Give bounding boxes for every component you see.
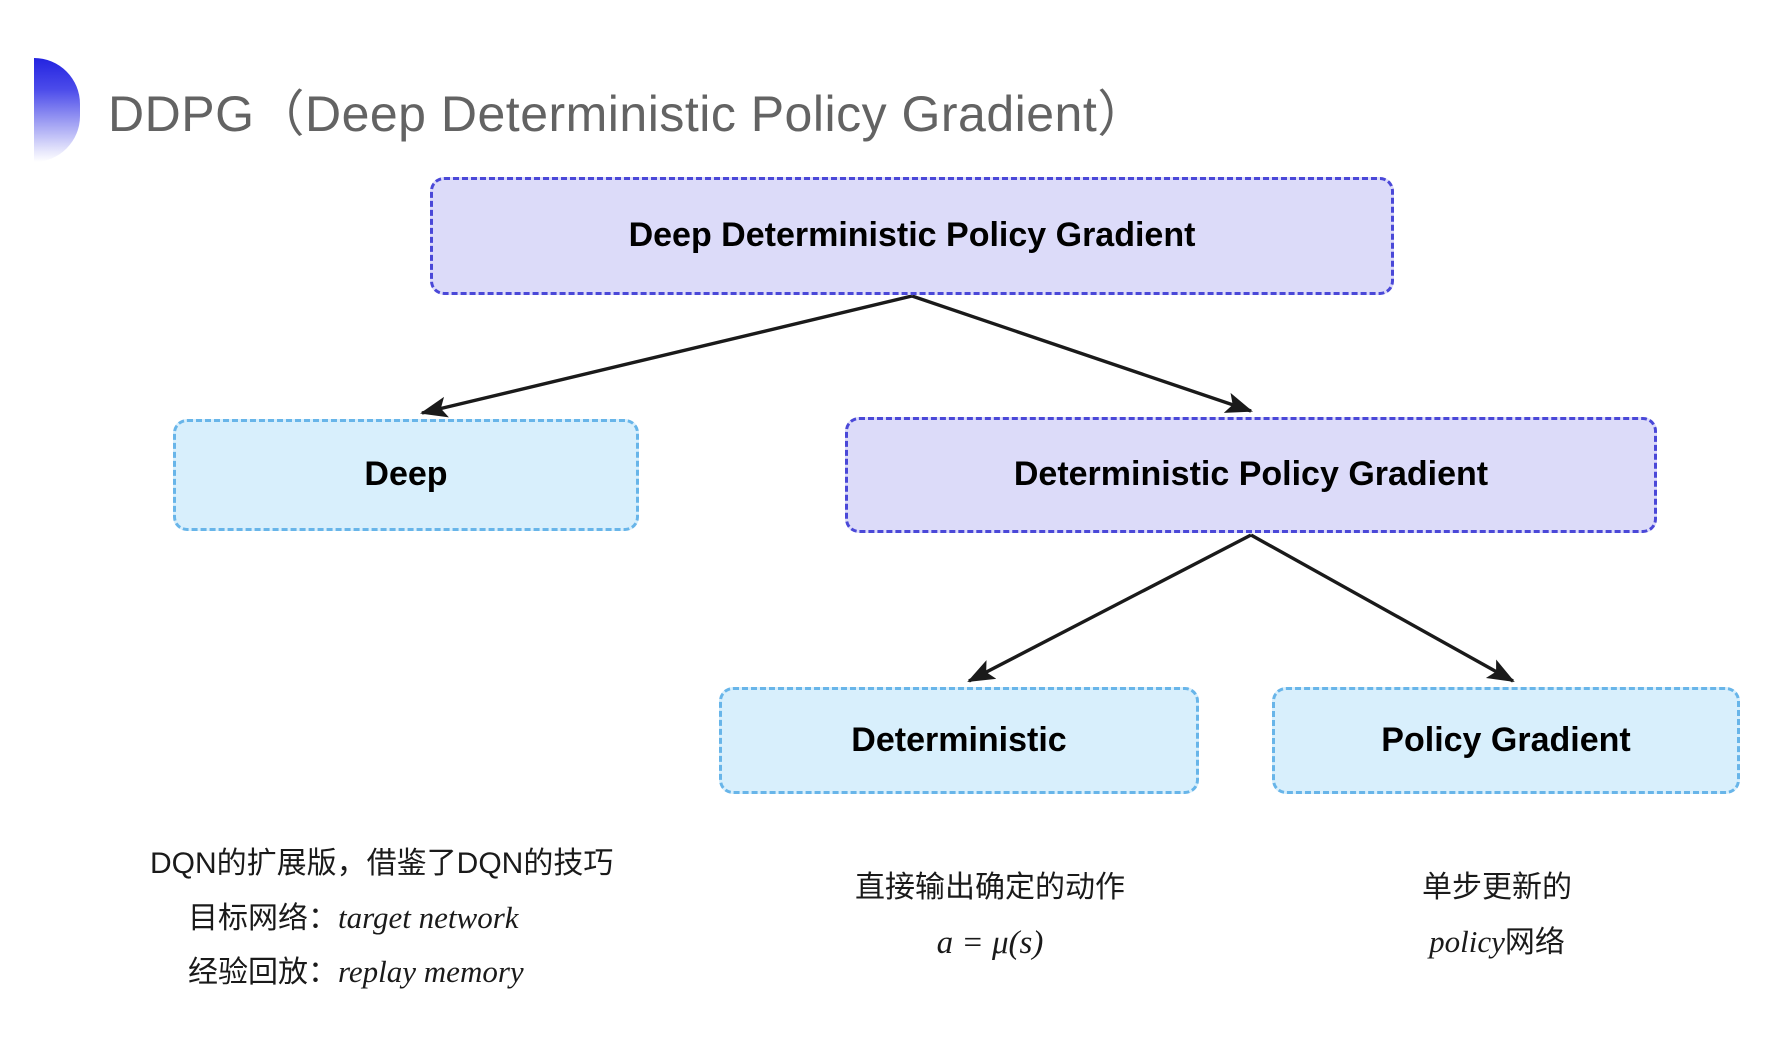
annotation-formula: a = μ(s)	[936, 924, 1044, 961]
annotation-policy-gradient: 单步更新的 policy网络	[1422, 862, 1572, 969]
page-title-text: DDPG（Deep Deterministic Policy Gradient）	[108, 86, 1148, 142]
node-label: Deterministic	[851, 720, 1067, 759]
annotation-label: 经验回放：	[188, 956, 338, 989]
annotation-line: DQN的扩展版，借鉴了DQN的技巧	[150, 847, 614, 880]
node-deterministic-policy-gradient[interactable]: Deterministic Policy Gradient	[845, 417, 1657, 533]
annotation-line: policy网络	[1422, 915, 1572, 970]
node-label: Policy Gradient	[1381, 720, 1631, 759]
edge-dpg-to-deterministic	[967, 533, 1252, 683]
annotation-label: 网络	[1504, 925, 1565, 959]
edge-dpg-to-policy-gradient	[1250, 533, 1515, 683]
annotation-line: 直接输出确定的动作	[855, 871, 1125, 904]
edge-root-to-deep	[420, 294, 913, 418]
annotation-value: policy	[1429, 923, 1505, 959]
half-circle-gradient-bullet-icon	[34, 58, 80, 162]
annotation-value: target network	[338, 899, 519, 935]
node-label: Deep	[364, 455, 448, 494]
node-policy-gradient[interactable]: Policy Gradient	[1272, 687, 1740, 794]
annotation-line: 经验回放：replay memory	[150, 945, 613, 1000]
node-deterministic[interactable]: Deterministic	[719, 687, 1199, 794]
edge-root-to-dpg	[911, 294, 1253, 413]
annotation-line: 单步更新的	[1422, 871, 1572, 904]
annotation-deep: DQN的扩展版，借鉴了DQN的技巧 目标网络：target network 经验…	[150, 838, 613, 1000]
annotation-line: 目标网络：target network	[150, 891, 613, 946]
annotation-deterministic: 直接输出确定的动作 a = μ(s)	[855, 862, 1125, 972]
node-label: Deep Deterministic Policy Gradient	[628, 216, 1196, 255]
annotation-label: 目标网络：	[188, 901, 338, 935]
annotation-value: replay memory	[338, 954, 524, 989]
node-deep[interactable]: Deep	[173, 419, 639, 531]
page-title: DDPG（Deep Deterministic Policy Gradient）	[34, 58, 1148, 162]
node-deep-deterministic-policy-gradient[interactable]: Deep Deterministic Policy Gradient	[430, 177, 1394, 295]
node-label: Deterministic Policy Gradient	[1013, 455, 1489, 494]
